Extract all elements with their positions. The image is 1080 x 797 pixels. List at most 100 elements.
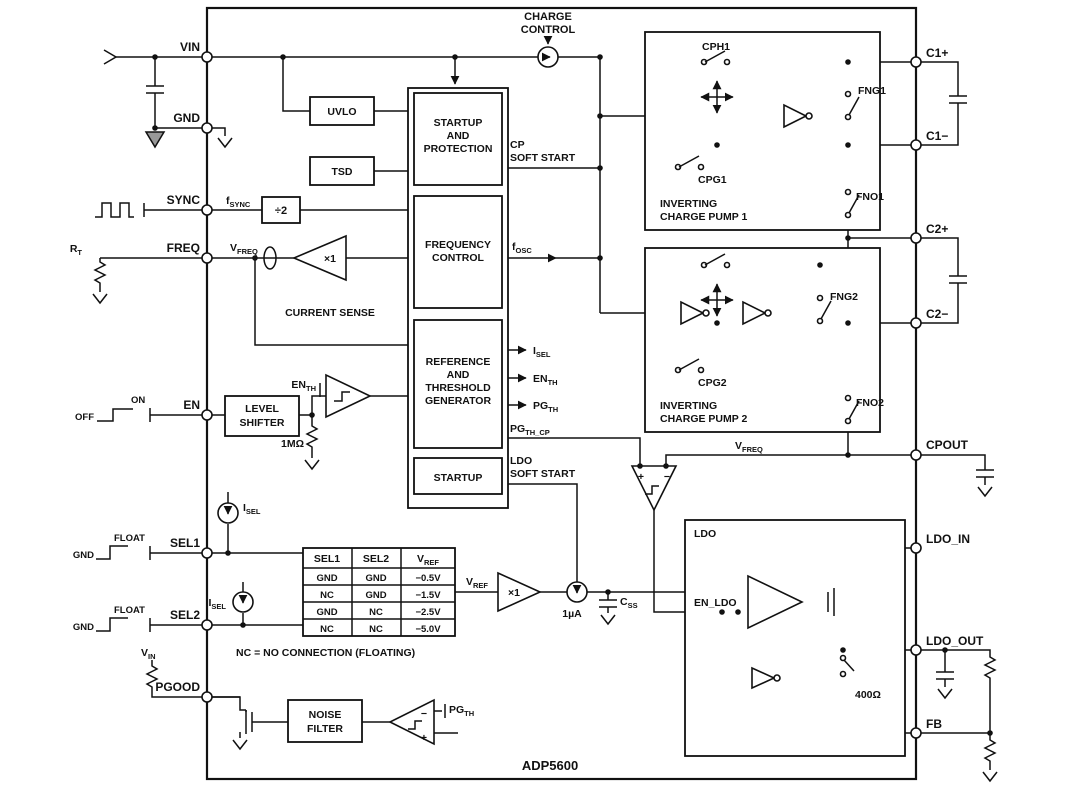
rt-ground-icon: [92, 293, 108, 304]
startup-protection-label-1: STARTUP: [434, 117, 483, 129]
startup-protection-label-3: PROTECTION: [424, 143, 493, 155]
pgth-cp-label: PGTH_CP: [510, 423, 550, 437]
pin-cpout: [910, 449, 922, 461]
hysteresis-icon: [408, 720, 422, 730]
cpg1-label: CPG1: [698, 174, 727, 186]
table-header-sel2: SEL2: [363, 553, 389, 565]
rt-resistor: [94, 259, 106, 289]
vref-buffer-amp: [497, 571, 542, 613]
sel2-gnd-label: GND: [73, 622, 94, 633]
en-on-label: ON: [131, 395, 145, 406]
fno1-label: FNO1: [856, 191, 884, 203]
cpout-comparator: [630, 465, 678, 512]
isel-source-2: ISEL: [208, 591, 254, 613]
en-ldo-label: EN_LDO: [694, 597, 737, 609]
table-header-vref: VREF: [417, 553, 439, 567]
1m-ground-icon: [304, 459, 320, 470]
pgood-comparator: [388, 698, 435, 746]
startup-protection-label-2: AND: [447, 130, 470, 142]
table-cell: −0.5V: [415, 573, 441, 584]
ldo-label: LDO: [694, 528, 716, 540]
fng1-label: FNG1: [858, 85, 886, 97]
fno2-switch: [848, 400, 860, 420]
fno1-switch: [848, 194, 860, 214]
sel-vref-table: SEL1 SEL2 VREF GND GND −0.5V NC GND −1.5…: [236, 547, 456, 659]
cp-soft-start-label-2: SOFT START: [510, 152, 576, 164]
frequency-control-label-1: FREQUENCY: [425, 239, 491, 251]
level-shifter-block: [224, 395, 300, 437]
charge-pump-1: CPH1 CPG1 FNG1 FNO1 INVERTING CHARGE PUM…: [644, 31, 886, 231]
vref-buffer-gain-label: ×1: [508, 587, 520, 599]
pin-label-ldoout: LDO_OUT: [926, 634, 984, 648]
pin-fb: [910, 727, 922, 739]
flying-cap-node-1-icon: [700, 80, 734, 114]
current-sense-loop-icon: [263, 246, 277, 270]
pin-label-fb: FB: [926, 717, 942, 731]
en-schmitt-comparator: [325, 373, 372, 419]
rt-label: RT: [70, 243, 83, 257]
vref-label: VREF: [466, 576, 488, 590]
pgth-output-label: PGTH: [533, 400, 558, 414]
table-cell: GND: [316, 607, 337, 618]
hysteresis-icon: [645, 485, 659, 495]
pin-c2m: [910, 317, 922, 329]
startup-block: [413, 457, 503, 495]
pgth-comp-label: PGTH: [449, 704, 474, 718]
pin-label-gnd: GND: [173, 111, 200, 125]
vfreq-cpout-label: VFREQ: [735, 440, 763, 454]
cp1-outline: [644, 31, 881, 231]
cpout-cap-ground-icon: [977, 486, 993, 497]
pin-sel1: [201, 547, 213, 559]
table-cell: NC: [369, 624, 383, 635]
pin-labels: VIN GND SYNC FREQ EN SEL1 SEL2 PGOOD C1+…: [155, 40, 984, 731]
pin-ldoout: [910, 644, 922, 656]
cpg1-switch: [678, 155, 700, 168]
noise-filter-block: [287, 699, 363, 743]
ldoout-cap-ground-icon: [937, 688, 953, 699]
cp2-title-2: CHARGE PUMP 2: [660, 413, 747, 425]
reference-label-1: REFERENCE: [426, 356, 491, 368]
pin-label-c1m: C1−: [926, 129, 948, 143]
cp1-title-1: INVERTING: [660, 198, 717, 210]
reference-label-4: GENERATOR: [425, 395, 492, 407]
divide-by-2-block: [261, 196, 301, 224]
table-cell: −2.5V: [415, 607, 441, 618]
fng2-label: FNG2: [830, 291, 858, 303]
pgood-fet: [245, 710, 253, 734]
comparator-minus: −: [421, 708, 427, 720]
cph1-label: CPH1: [702, 41, 730, 53]
reference-label-2: AND: [447, 369, 470, 381]
fb-divider-ground-icon: [982, 771, 998, 782]
bleed-resistor-label: 400Ω: [855, 689, 881, 701]
1m-resistor: [306, 423, 318, 453]
cp2-top-switch: [704, 253, 726, 266]
controller-container: STARTUP AND PROTECTION FREQUENCY CONTROL…: [407, 87, 509, 509]
pin-label-cpout: CPOUT: [926, 438, 969, 452]
pin-c2p: [910, 232, 922, 244]
startup-label: STARTUP: [434, 472, 483, 484]
pin-en: [201, 409, 213, 421]
table-cell: NC: [320, 624, 334, 635]
fng1-switch: [848, 96, 860, 116]
current-sense-amp: [291, 234, 347, 282]
cp2-title-1: INVERTING: [660, 400, 717, 412]
pgood-fet-ground-icon: [232, 739, 248, 750]
ldo-soft-start-label-1: LDO: [510, 455, 532, 467]
isel-source-1: ISEL: [217, 502, 261, 524]
pin-circles: [201, 51, 922, 739]
table-cell: GND: [365, 573, 386, 584]
pin-ldoin: [910, 542, 922, 554]
frequency-control-label-2: CONTROL: [432, 252, 484, 264]
table-cell: −5.0V: [415, 624, 441, 635]
table-cell: GND: [365, 590, 386, 601]
cpg2-label: CPG2: [698, 377, 727, 389]
pin-label-sel2: SEL2: [170, 608, 200, 622]
table-grid: [303, 548, 455, 636]
sel2-float-label: FLOAT: [114, 605, 145, 616]
reference-label-3: THRESHOLD: [425, 382, 491, 394]
vin-cap-ground-icon: [144, 131, 166, 149]
cp2-outline: [644, 247, 881, 433]
charge-pump-2: CPG2 FNG2 FNO2 INVERTING CHARGE PUMP 2: [644, 247, 884, 433]
